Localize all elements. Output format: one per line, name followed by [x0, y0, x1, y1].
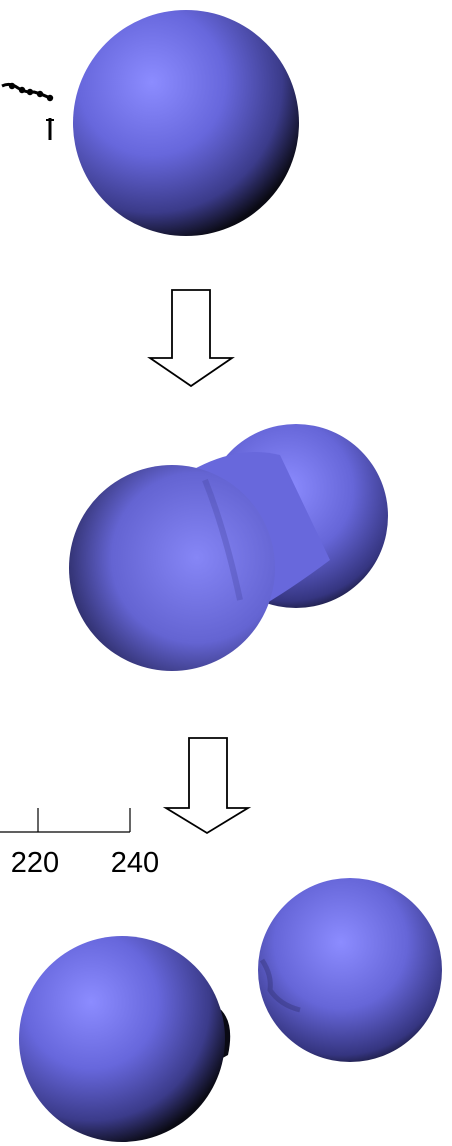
stage-fusing-spheres	[69, 424, 388, 671]
down-arrow	[147, 289, 235, 388]
dumbbell-seam	[202, 478, 243, 601]
dumbbell-lobe-left	[69, 465, 275, 671]
data-marker	[46, 94, 54, 102]
stage-single-sphere	[73, 10, 299, 236]
plot-fragment-top	[1, 82, 54, 140]
sphere-right	[258, 878, 442, 1062]
data-marker	[8, 82, 16, 90]
sphere-right-dimple	[259, 958, 301, 1013]
stage-separated-spheres	[19, 878, 442, 1142]
data-marker	[36, 90, 44, 98]
down-arrow	[162, 737, 252, 835]
sphere-left	[19, 936, 225, 1142]
tick-label-240: 240	[111, 847, 159, 879]
tick-label-220: 220	[11, 847, 59, 879]
axis-fragment: 220 240	[0, 808, 159, 879]
data-marker	[26, 88, 34, 96]
data-marker	[18, 86, 26, 94]
sphere	[73, 10, 299, 236]
